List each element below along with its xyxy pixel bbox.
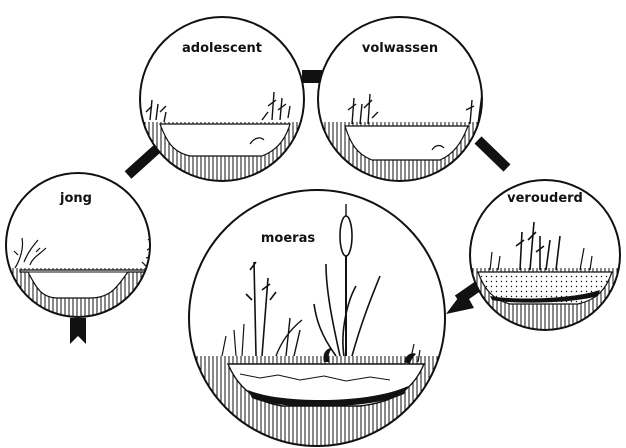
stage-label-jong: jong — [59, 191, 92, 206]
stage-label-adolescent: adolescent — [182, 41, 262, 56]
stage-jong: jong — [0, 173, 160, 328]
stage-adolescent: adolescent — [130, 17, 320, 192]
stage-verouderd: verouderd — [465, 180, 625, 338]
stage-label-verouderd: verouderd — [507, 191, 583, 206]
connector-jong-adolescent — [128, 148, 158, 175]
stage-volwassen: volwassen — [310, 17, 500, 192]
stage-moeras: moeras — [180, 190, 460, 448]
stage-label-volwassen: volwassen — [362, 41, 438, 56]
stage-label-moeras: moeras — [261, 231, 315, 246]
jong-outflow-arrow — [70, 318, 86, 344]
connector-volwassen-verouderd — [478, 140, 507, 168]
